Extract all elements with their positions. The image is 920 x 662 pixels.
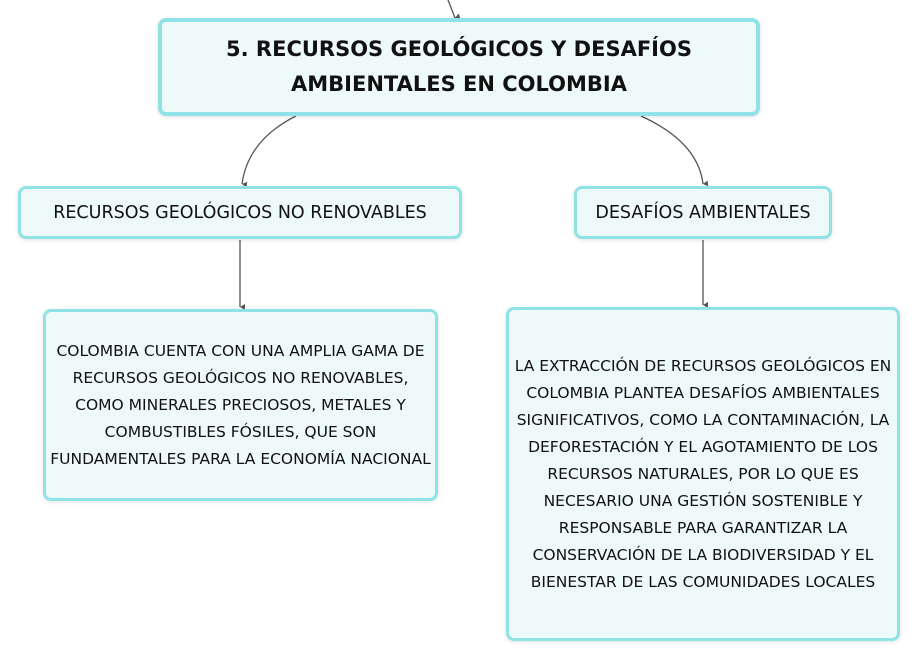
detail-node-no-renovables[interactable]: COLOMBIA CUENTA CON UNA AMPLIA GAMA DE R… — [43, 309, 438, 501]
subtopic-node-desafios[interactable]: DESAFÍOS AMBIENTALES — [574, 186, 832, 239]
connector-from-parent — [447, 0, 461, 20]
detail-node-desafios[interactable]: LA EXTRACCIÓN DE RECURSOS GEOLÓGICOS EN … — [506, 307, 900, 641]
subtopic-title-desafios: DESAFÍOS AMBIENTALES — [595, 202, 811, 223]
connector-main-to-left — [241, 115, 297, 188]
main-topic-node[interactable]: 5. RECURSOS GEOLÓGICOS Y DESAFÍOS AMBIEN… — [158, 18, 760, 116]
subtopic-node-no-renovables[interactable]: RECURSOS GEOLÓGICOS NO RENOVABLES — [18, 186, 462, 239]
detail-text-no-renovables: COLOMBIA CUENTA CON UNA AMPLIA GAMA DE R… — [50, 341, 431, 468]
detail-text-desafios: LA EXTRACCIÓN DE RECURSOS GEOLÓGICOS EN … — [514, 356, 892, 591]
main-topic-title: 5. RECURSOS GEOLÓGICOS Y DESAFÍOS AMBIEN… — [226, 37, 692, 96]
subtopic-title-no-renovables: RECURSOS GEOLÓGICOS NO RENOVABLES — [53, 202, 427, 223]
connector-main-to-right — [640, 115, 709, 187]
